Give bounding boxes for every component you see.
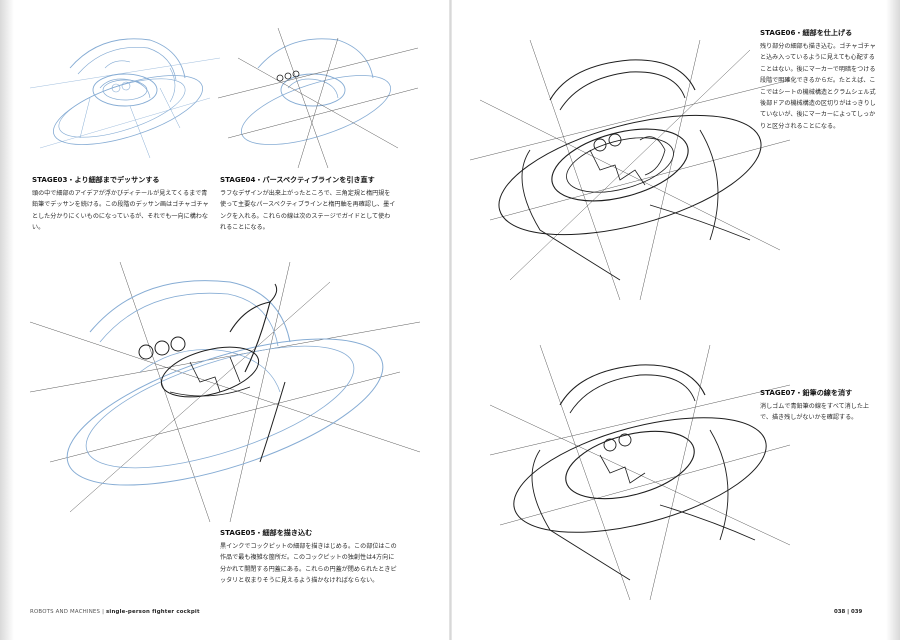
stage05-body: 黒インクでコックピットの細部を描きはじめる。この部位はこの作品で最も複雑な箇所だ… bbox=[220, 543, 397, 585]
stage03-body: 頭の中で細部のアイデアが浮かびディテールが見えてくるまで青鉛筆でデッサンを続ける… bbox=[32, 190, 209, 232]
chapter-title: single-person fighter cockpit bbox=[106, 609, 200, 615]
stage06-caption: STAGE06・細部を仕上げる 残り部分の細部も描き込む。ゴチャゴチャと込み入っ… bbox=[760, 28, 878, 132]
stage05-caption: STAGE05・細部を描き込む 黒インクでコックピットの細部を描きはじめる。この… bbox=[220, 528, 400, 587]
stage07-drawing bbox=[490, 345, 790, 600]
stage05-drawing bbox=[30, 262, 420, 522]
page-gutter bbox=[449, 0, 452, 640]
stage07-body: 消しゴムで青鉛筆の線をすべて消した上で、描き残しがないかを確認する。 bbox=[760, 403, 870, 422]
stage07-caption: STAGE07・鉛筆の線を消す 消しゴムで青鉛筆の線をすべて消した上で、描き残し… bbox=[760, 388, 878, 424]
stage06-drawing bbox=[470, 40, 790, 300]
stage04-body: ラフなデザインが出来上がったところで、三角定規と楕円規を使って主要なパースペクテ… bbox=[220, 190, 396, 232]
page-edge-right bbox=[886, 0, 900, 640]
footer-separator: | bbox=[100, 609, 107, 615]
stage06-body: 残り部分の細部も描き込む。ゴチャゴチャと込み入っているように見えても心配すること… bbox=[760, 43, 876, 130]
stage03-caption: STAGE03・より細部までデッサンする 頭の中で細部のアイデアが浮かびディテー… bbox=[32, 175, 210, 234]
page-edge-left bbox=[0, 0, 14, 640]
running-footer: ROBOTS AND MACHINES | single-person figh… bbox=[30, 609, 200, 615]
stage04-sketch bbox=[218, 28, 418, 168]
stage06-title: STAGE06・細部を仕上げる bbox=[760, 28, 853, 37]
book-title: ROBOTS AND MACHINES bbox=[30, 609, 101, 615]
stage05-title: STAGE05・細部を描き込む bbox=[220, 528, 313, 537]
stage07-title: STAGE07・鉛筆の線を消す bbox=[760, 388, 853, 397]
stage03-title: STAGE03・より細部までデッサンする bbox=[32, 175, 160, 184]
stage04-title: STAGE04・パースペクティブラインを引き直す bbox=[220, 175, 375, 184]
stage04-caption: STAGE04・パースペクティブラインを引き直す ラフなデザインが出来上がったと… bbox=[220, 175, 396, 234]
stage03-sketch bbox=[30, 28, 220, 168]
page-numbers: 038 | 039 bbox=[834, 609, 863, 615]
